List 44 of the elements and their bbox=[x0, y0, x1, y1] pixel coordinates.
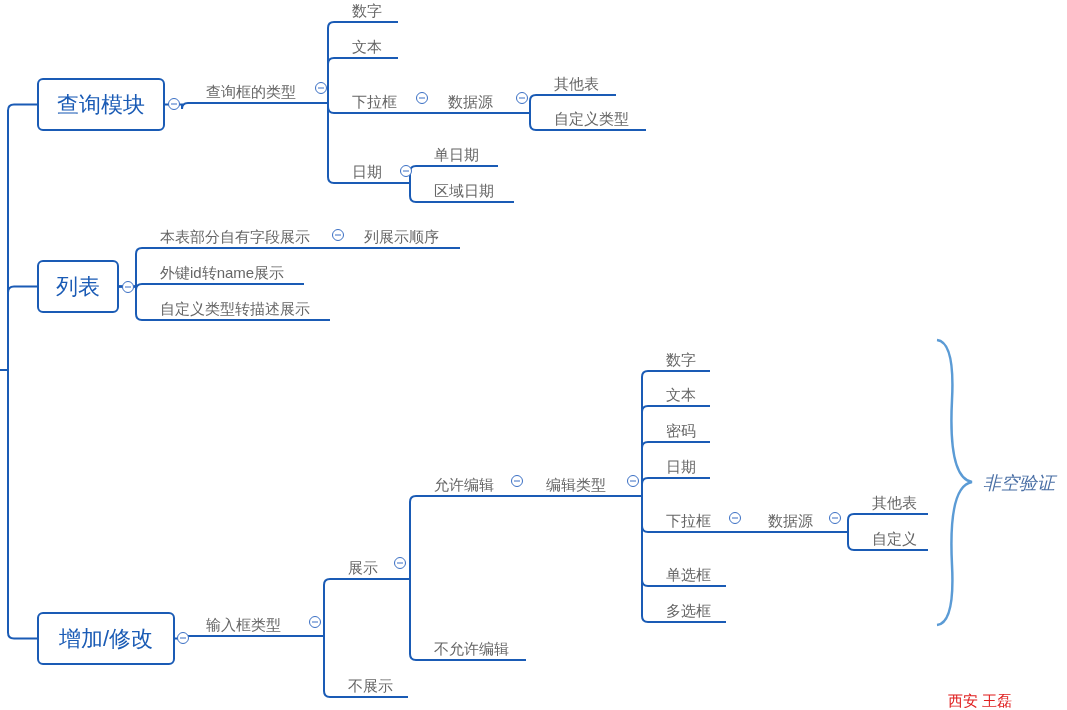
connector-line bbox=[527, 112, 539, 131]
topic-label: 区域日期 bbox=[418, 177, 514, 203]
topic-label: 编辑类型 bbox=[530, 471, 634, 497]
connector-line bbox=[0, 369, 38, 640]
topic-label: 其他表 bbox=[856, 489, 928, 515]
connector-line bbox=[839, 531, 857, 551]
topic-label: 输入框类型 bbox=[190, 611, 318, 637]
topic-label: 单日期 bbox=[418, 141, 498, 167]
connector-line bbox=[527, 94, 539, 114]
topic-label: 日期 bbox=[650, 453, 710, 479]
topic-label: 不允许编辑 bbox=[418, 635, 526, 661]
topic-label: 自定义 bbox=[856, 525, 928, 551]
connector-line bbox=[521, 495, 531, 497]
topic-label: 下拉框 bbox=[336, 88, 416, 114]
topic-label: 查询框的类型 bbox=[190, 78, 326, 104]
topic-label: 密码 bbox=[650, 417, 710, 443]
brace-label: 非空验证 bbox=[983, 472, 1055, 495]
signature-text: 西安 王磊 bbox=[948, 691, 1013, 710]
connector-line bbox=[339, 247, 349, 249]
topic-label: 外键id转name展示 bbox=[144, 259, 304, 285]
topic-label: 日期 bbox=[336, 158, 402, 184]
topic-label: 数字 bbox=[650, 346, 710, 372]
topic-label: 不展示 bbox=[332, 672, 408, 698]
topic-label: 其他表 bbox=[538, 70, 616, 96]
topic-label: 允许编辑 bbox=[418, 471, 522, 497]
topic-label: 单选框 bbox=[650, 561, 726, 587]
connector-line bbox=[174, 635, 191, 643]
topic-label: 数字 bbox=[336, 0, 398, 23]
topic-box: 列表 bbox=[37, 260, 119, 313]
topic-label: 数据源 bbox=[752, 507, 840, 533]
connector-line bbox=[415, 112, 433, 114]
topic-box: 查询模块 bbox=[37, 78, 165, 131]
topic-label: 本表部分自有字段展示 bbox=[144, 223, 340, 249]
topic-label: 多选框 bbox=[650, 597, 726, 623]
topic-label: 列展示顺序 bbox=[348, 223, 460, 249]
topic-label: 展示 bbox=[332, 554, 402, 580]
topic-label: 文本 bbox=[650, 381, 710, 407]
connector-line bbox=[741, 531, 753, 533]
topic-label: 自定义类型 bbox=[538, 105, 646, 131]
topic-box: 增加/修改 bbox=[37, 612, 175, 665]
topic-label: 数据源 bbox=[432, 88, 528, 114]
topic-label: 自定义类型转描述展示 bbox=[144, 295, 330, 321]
topic-label: 文本 bbox=[336, 33, 398, 59]
topic-label: 下拉框 bbox=[650, 507, 742, 533]
